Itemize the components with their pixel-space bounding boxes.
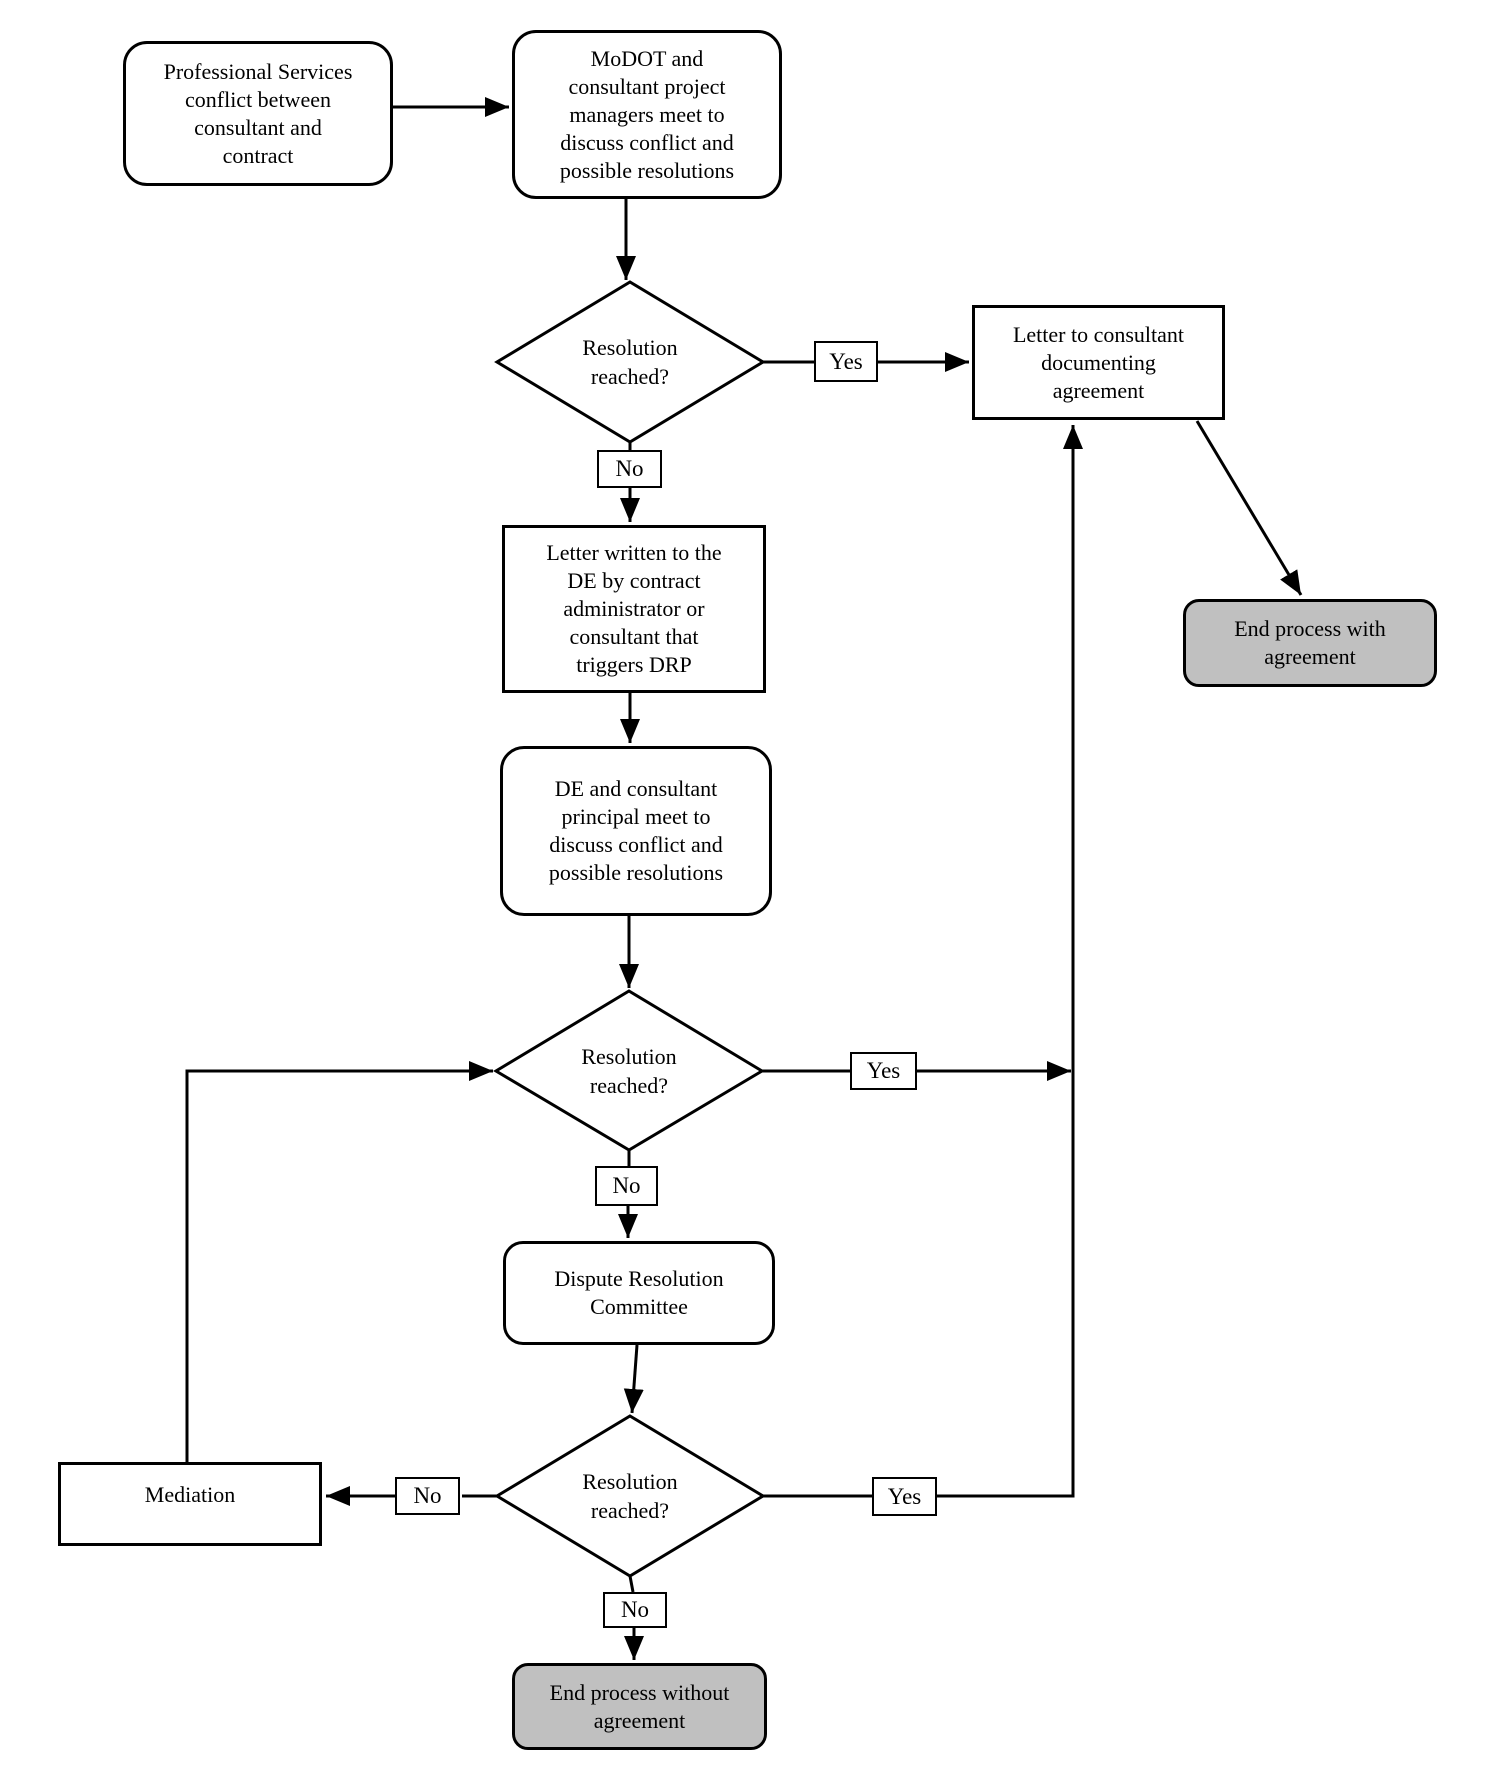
line-decision3-to-no4 [628,1575,635,1593]
node-de-meet: DE and consultant principal meet to disc… [500,746,772,916]
decision-2-text: Resolution reached? [581,1044,677,1098]
node-end-without-agreement: End process without agreement [512,1663,767,1750]
arrow-drc-to-decision3 [623,1344,644,1414]
edge-label-no-4: No [603,1592,667,1628]
edge-label-yes-3: Yes [872,1477,937,1516]
edge-label-no-3: No [395,1477,460,1515]
node-end-with-agreement: End process with agreement [1183,599,1437,687]
node-mediation: Mediation [58,1462,322,1546]
decision-3-text: Resolution reached? [582,1469,678,1523]
arrow-mediation-loop-to-decision2 [185,1061,493,1462]
edge-label-yes-2: Yes [850,1052,917,1090]
decision-1-text: Resolution reached? [582,335,678,389]
node-de-letter: Letter written to the DE by contract adm… [502,525,766,693]
edge-label-no-1: No [597,450,662,488]
arrow-letter-to-endwith [1195,420,1303,596]
node-letter-consultant: Letter to consultant documenting agreeme… [972,305,1225,420]
edge-label-no-2: No [595,1166,658,1206]
node-dispute-resolution-committee: Dispute Resolution Committee [503,1241,775,1345]
arrow-yes3-up-to-letter [937,425,1083,1498]
node-modot-meet: MoDOT and consultant project managers me… [512,30,782,199]
node-start: Professional Services conflict between c… [123,41,393,186]
edge-label-yes-1: Yes [814,341,878,382]
